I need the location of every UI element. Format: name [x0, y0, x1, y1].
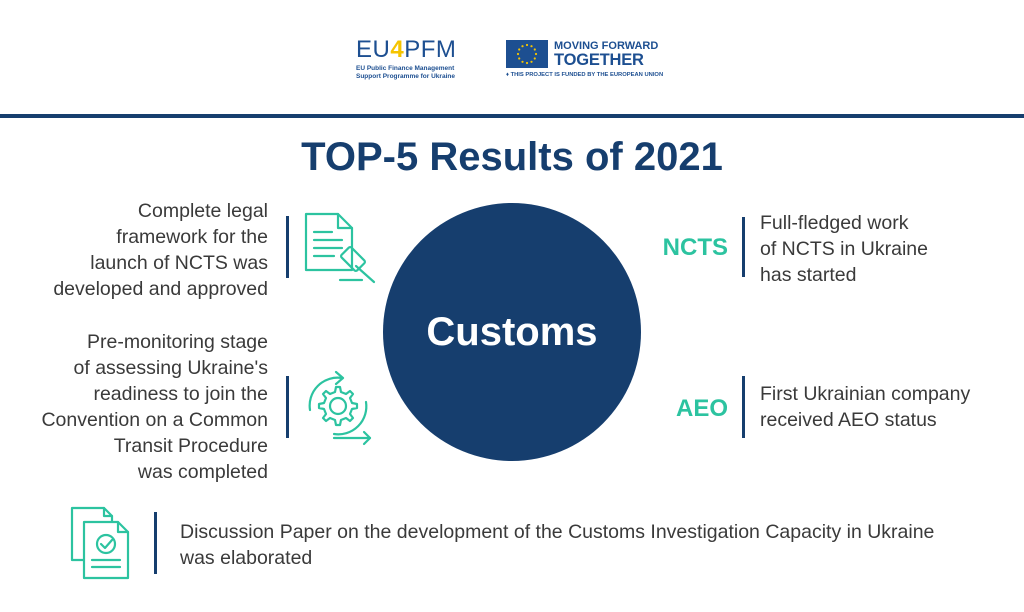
eu-flag-star	[525, 43, 529, 47]
result-ncts-divider	[742, 217, 745, 277]
eu-flag-star	[521, 45, 524, 48]
eu-slogan-line1: MOVING FORWARD	[554, 40, 659, 52]
approved-documents-icon	[70, 506, 130, 580]
eu4pfm-subtitle: EU Public Finance Management Support Pro…	[356, 65, 455, 80]
eu4pfm-logo: EU4PFM EU Public Finance Management Supp…	[356, 38, 472, 81]
gear-cycle-icon	[308, 370, 372, 446]
customs-circle: Customs	[383, 203, 641, 461]
eu-flag-star	[516, 52, 520, 56]
result-aeo-text: First Ukrainian company received AEO sta…	[760, 383, 971, 431]
header-divider	[0, 114, 1024, 118]
eu-flag-star	[533, 57, 536, 60]
result-discussion-paper-text: Discussion Paper on the development of t…	[180, 521, 935, 569]
eu-funding-note: ♦ THIS PROJECT IS FUNDED BY THE EUROPEAN…	[506, 72, 664, 78]
eu-flag-star	[530, 45, 533, 48]
eu-flag-star	[525, 61, 529, 65]
eu-funding-logo: MOVING FORWARD TOGETHER ♦ THIS PROJECT I…	[506, 40, 676, 84]
eu-flag-star	[521, 60, 524, 63]
eu-slogan-line2: TOGETHER	[554, 51, 644, 69]
result-legal-framework-divider	[286, 216, 289, 278]
result-pre-monitoring-divider	[286, 376, 289, 438]
eu-flag-icon	[506, 40, 548, 68]
result-ncts-text: Full-fledged work of NCTS in Ukraine has…	[760, 212, 928, 286]
eu-flag-star	[534, 52, 538, 56]
legal-document-gavel-icon	[304, 212, 376, 284]
eu-flag-star	[518, 57, 521, 60]
eu4pfm-mark: EU4PFM	[356, 36, 457, 63]
result-discussion-paper-divider	[154, 512, 157, 574]
ncts-abbreviation: NCTS	[662, 234, 728, 261]
result-legal-framework-text: Complete legal framework for the launch …	[53, 200, 268, 300]
result-pre-monitoring-text: Pre-monitoring stage of assessing Ukrain…	[41, 331, 268, 483]
aeo-abbreviation: AEO	[675, 395, 728, 422]
customs-label: Customs	[426, 309, 598, 354]
eu-flag-star	[518, 48, 521, 51]
eu-flag-star	[530, 60, 533, 63]
eu-flag-star	[533, 48, 536, 51]
result-aeo-divider	[742, 376, 745, 438]
page-title: TOP-5 Results of 2021	[301, 135, 723, 179]
